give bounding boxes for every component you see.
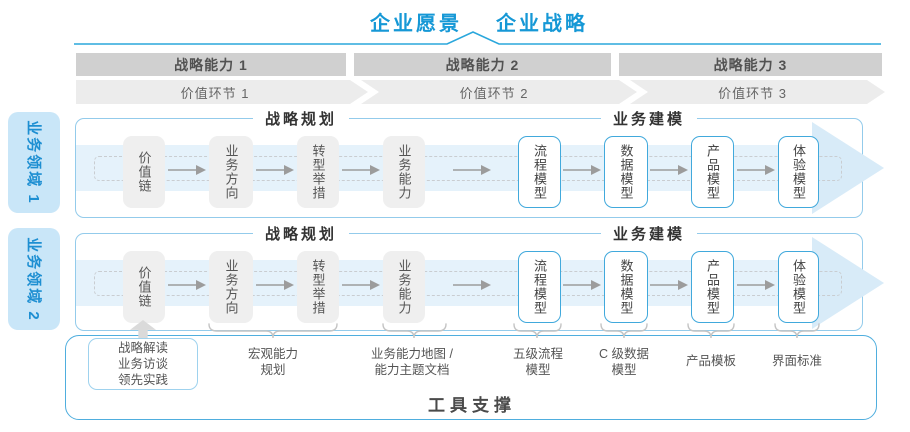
section-title-strategic-planning: 战略规划 <box>252 223 350 244</box>
note-data-model: C 级数据 模型 <box>598 347 650 378</box>
tool-support-container <box>65 335 877 420</box>
flow-band-arrowhead <box>812 122 884 214</box>
dashed-track <box>94 271 842 296</box>
note-macro-capability: 宏观能力 规划 <box>247 347 299 378</box>
node-value-chain: 价值链 <box>123 136 165 208</box>
node-business-capability: 业务能力 <box>383 136 425 208</box>
node-business-direction: 业务方向 <box>209 251 253 323</box>
value-link-chevron-1: 价值环节 1 <box>76 80 368 104</box>
flow-arrow-icon <box>650 165 688 175</box>
flow-arrow-icon <box>342 280 380 290</box>
note-ui-standard: 界面标准 <box>771 354 823 368</box>
node-transformation-initiatives-label: 转型举措 <box>310 144 326 200</box>
node-experience-model-label: 体验模型 <box>791 144 806 200</box>
node-transformation-initiatives-label: 转型举措 <box>310 259 326 315</box>
brace-icon <box>513 323 562 339</box>
brace-icon <box>208 323 338 339</box>
brace-icon <box>600 323 648 339</box>
capability-bar-2-label: 战略能力 2 <box>445 56 520 73</box>
value-link-1-label: 价值环节 1 <box>180 85 250 101</box>
flow-arrow-icon <box>453 165 491 175</box>
node-process-model: 流程模型 <box>518 136 561 208</box>
tool-support-title: 工具支撑 <box>428 396 516 415</box>
node-product-model: 产品模型 <box>691 136 734 208</box>
node-product-model-label: 产品模型 <box>705 259 720 315</box>
domain-tab-1: 业务领域 1 <box>8 112 60 213</box>
node-value-chain-label: 价值链 <box>136 266 152 308</box>
note-product-template: 产品模板 <box>685 354 737 368</box>
node-data-model-label: 数据模型 <box>618 144 634 200</box>
domain-tab-1-label: 业务领域 1 <box>24 120 42 205</box>
brace-icon <box>382 323 447 339</box>
flow-arrow-icon <box>256 165 294 175</box>
section-title-business-modeling: 业务建模 <box>600 108 698 129</box>
capability-bar-1: 战略能力 1 <box>76 53 346 76</box>
vision-title: 企业愿景 <box>370 13 462 35</box>
value-link-chevron-2: 价值环节 2 <box>361 80 637 104</box>
node-process-model-label: 流程模型 <box>532 259 547 315</box>
value-link-2-label: 价值环节 2 <box>459 85 529 101</box>
flow-arrow-icon <box>168 280 206 290</box>
node-business-capability-label: 业务能力 <box>396 144 412 200</box>
section-title-business-modeling: 业务建模 <box>600 223 698 244</box>
node-business-direction-label: 业务方向 <box>223 144 239 200</box>
node-business-capability-label: 业务能力 <box>396 259 412 315</box>
value-link-chevron-3: 价值环节 3 <box>630 80 885 104</box>
capability-bar-1-label: 战略能力 1 <box>174 56 248 73</box>
flow-arrow-icon <box>453 280 491 290</box>
dashed-track <box>94 156 842 181</box>
flow-arrow-icon <box>342 165 380 175</box>
domain-tab-2-label: 业务领域 2 <box>24 236 42 322</box>
node-business-capability: 业务能力 <box>383 251 425 323</box>
flow-arrow-icon <box>563 165 601 175</box>
practice-note-box: 战略解读 业务访谈 领先实践 <box>88 338 198 390</box>
flow-arrow-icon <box>563 280 601 290</box>
node-value-chain-label: 价值链 <box>136 151 152 193</box>
flow-arrow-icon <box>650 280 688 290</box>
note-capability-map: 业务能力地图 / 能力主题文档 <box>371 347 453 378</box>
flow-arrow-icon <box>256 280 294 290</box>
node-transformation-initiatives: 转型举措 <box>297 136 339 208</box>
header-titles: 企业愿景 企业战略 <box>0 7 910 36</box>
node-data-model: 数据模型 <box>604 136 648 208</box>
node-experience-model: 体验模型 <box>778 136 819 208</box>
node-experience-model: 体验模型 <box>778 251 819 323</box>
section-title-strategic-planning: 战略规划 <box>252 108 350 129</box>
strategy-title: 企业战略 <box>496 13 588 35</box>
node-transformation-initiatives: 转型举措 <box>297 251 339 323</box>
node-business-direction: 业务方向 <box>209 136 253 208</box>
note-process-model: 五级流程 模型 <box>512 347 564 378</box>
node-value-chain: 价值链 <box>123 251 165 323</box>
capability-bar-3-label: 战略能力 3 <box>713 56 788 73</box>
value-link-3-label: 价值环节 3 <box>718 85 787 101</box>
brace-icon <box>687 323 735 339</box>
header-divider-caret <box>74 31 881 45</box>
node-data-model-label: 数据模型 <box>618 259 634 315</box>
node-data-model: 数据模型 <box>604 251 648 323</box>
domain-row-panel-2: 价值链 业务方向 转型举措 业务能力 流程模型 数据模型 产品模型 体验模型 战… <box>75 223 884 331</box>
capability-bar-2: 战略能力 2 <box>354 53 611 76</box>
node-process-model-label: 流程模型 <box>532 144 547 200</box>
flow-band-arrowhead <box>812 237 884 329</box>
domain-row-panel-1: 价值链 业务方向 转型举措 业务能力 流程模型 数据模型 产品模型 体验模型 战… <box>75 108 884 218</box>
capability-bar-3: 战略能力 3 <box>619 53 882 76</box>
flow-arrow-icon <box>737 280 775 290</box>
node-business-direction-label: 业务方向 <box>223 259 239 315</box>
flow-arrow-icon <box>737 165 775 175</box>
node-experience-model-label: 体验模型 <box>791 259 806 315</box>
node-product-model-label: 产品模型 <box>705 144 720 200</box>
flow-arrow-icon <box>168 165 206 175</box>
node-product-model: 产品模型 <box>691 251 734 323</box>
brace-icon <box>774 323 820 339</box>
node-process-model: 流程模型 <box>518 251 561 323</box>
domain-tab-2: 业务领域 2 <box>8 228 60 330</box>
